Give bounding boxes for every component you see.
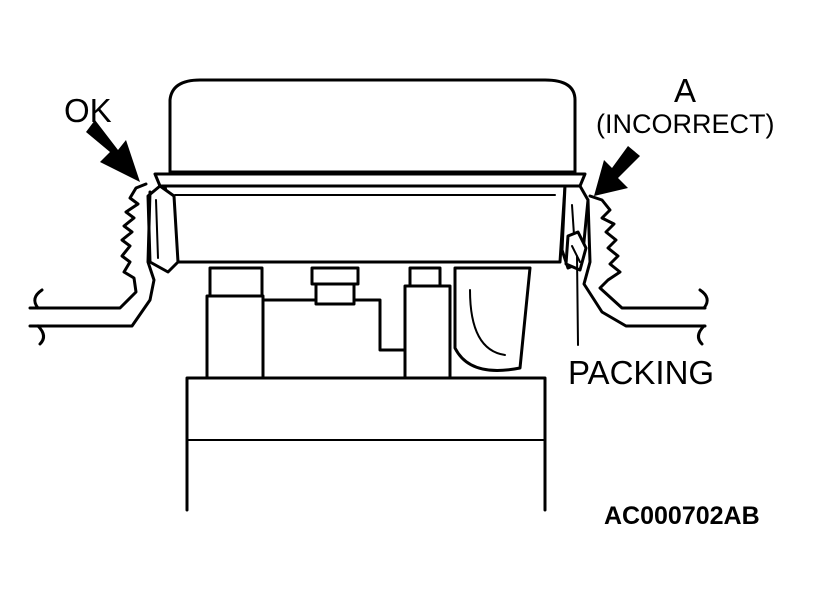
label-incorrect: (INCORRECT)	[596, 109, 774, 139]
packing-leader-line	[576, 255, 579, 346]
housing-body	[185, 376, 547, 512]
internal-components	[205, 266, 532, 380]
arrow-ok-icon	[86, 120, 140, 182]
right-seal-incorrect	[560, 184, 709, 346]
figure-code: AC000702AB	[604, 502, 760, 530]
label-packing: PACKING	[568, 354, 714, 391]
cap-dome	[168, 78, 577, 174]
label-ok: OK	[64, 92, 112, 129]
arrow-incorrect-icon	[594, 146, 640, 196]
cap-flange	[153, 172, 587, 264]
left-seal-ok	[28, 182, 180, 346]
label-a: A	[674, 72, 696, 109]
